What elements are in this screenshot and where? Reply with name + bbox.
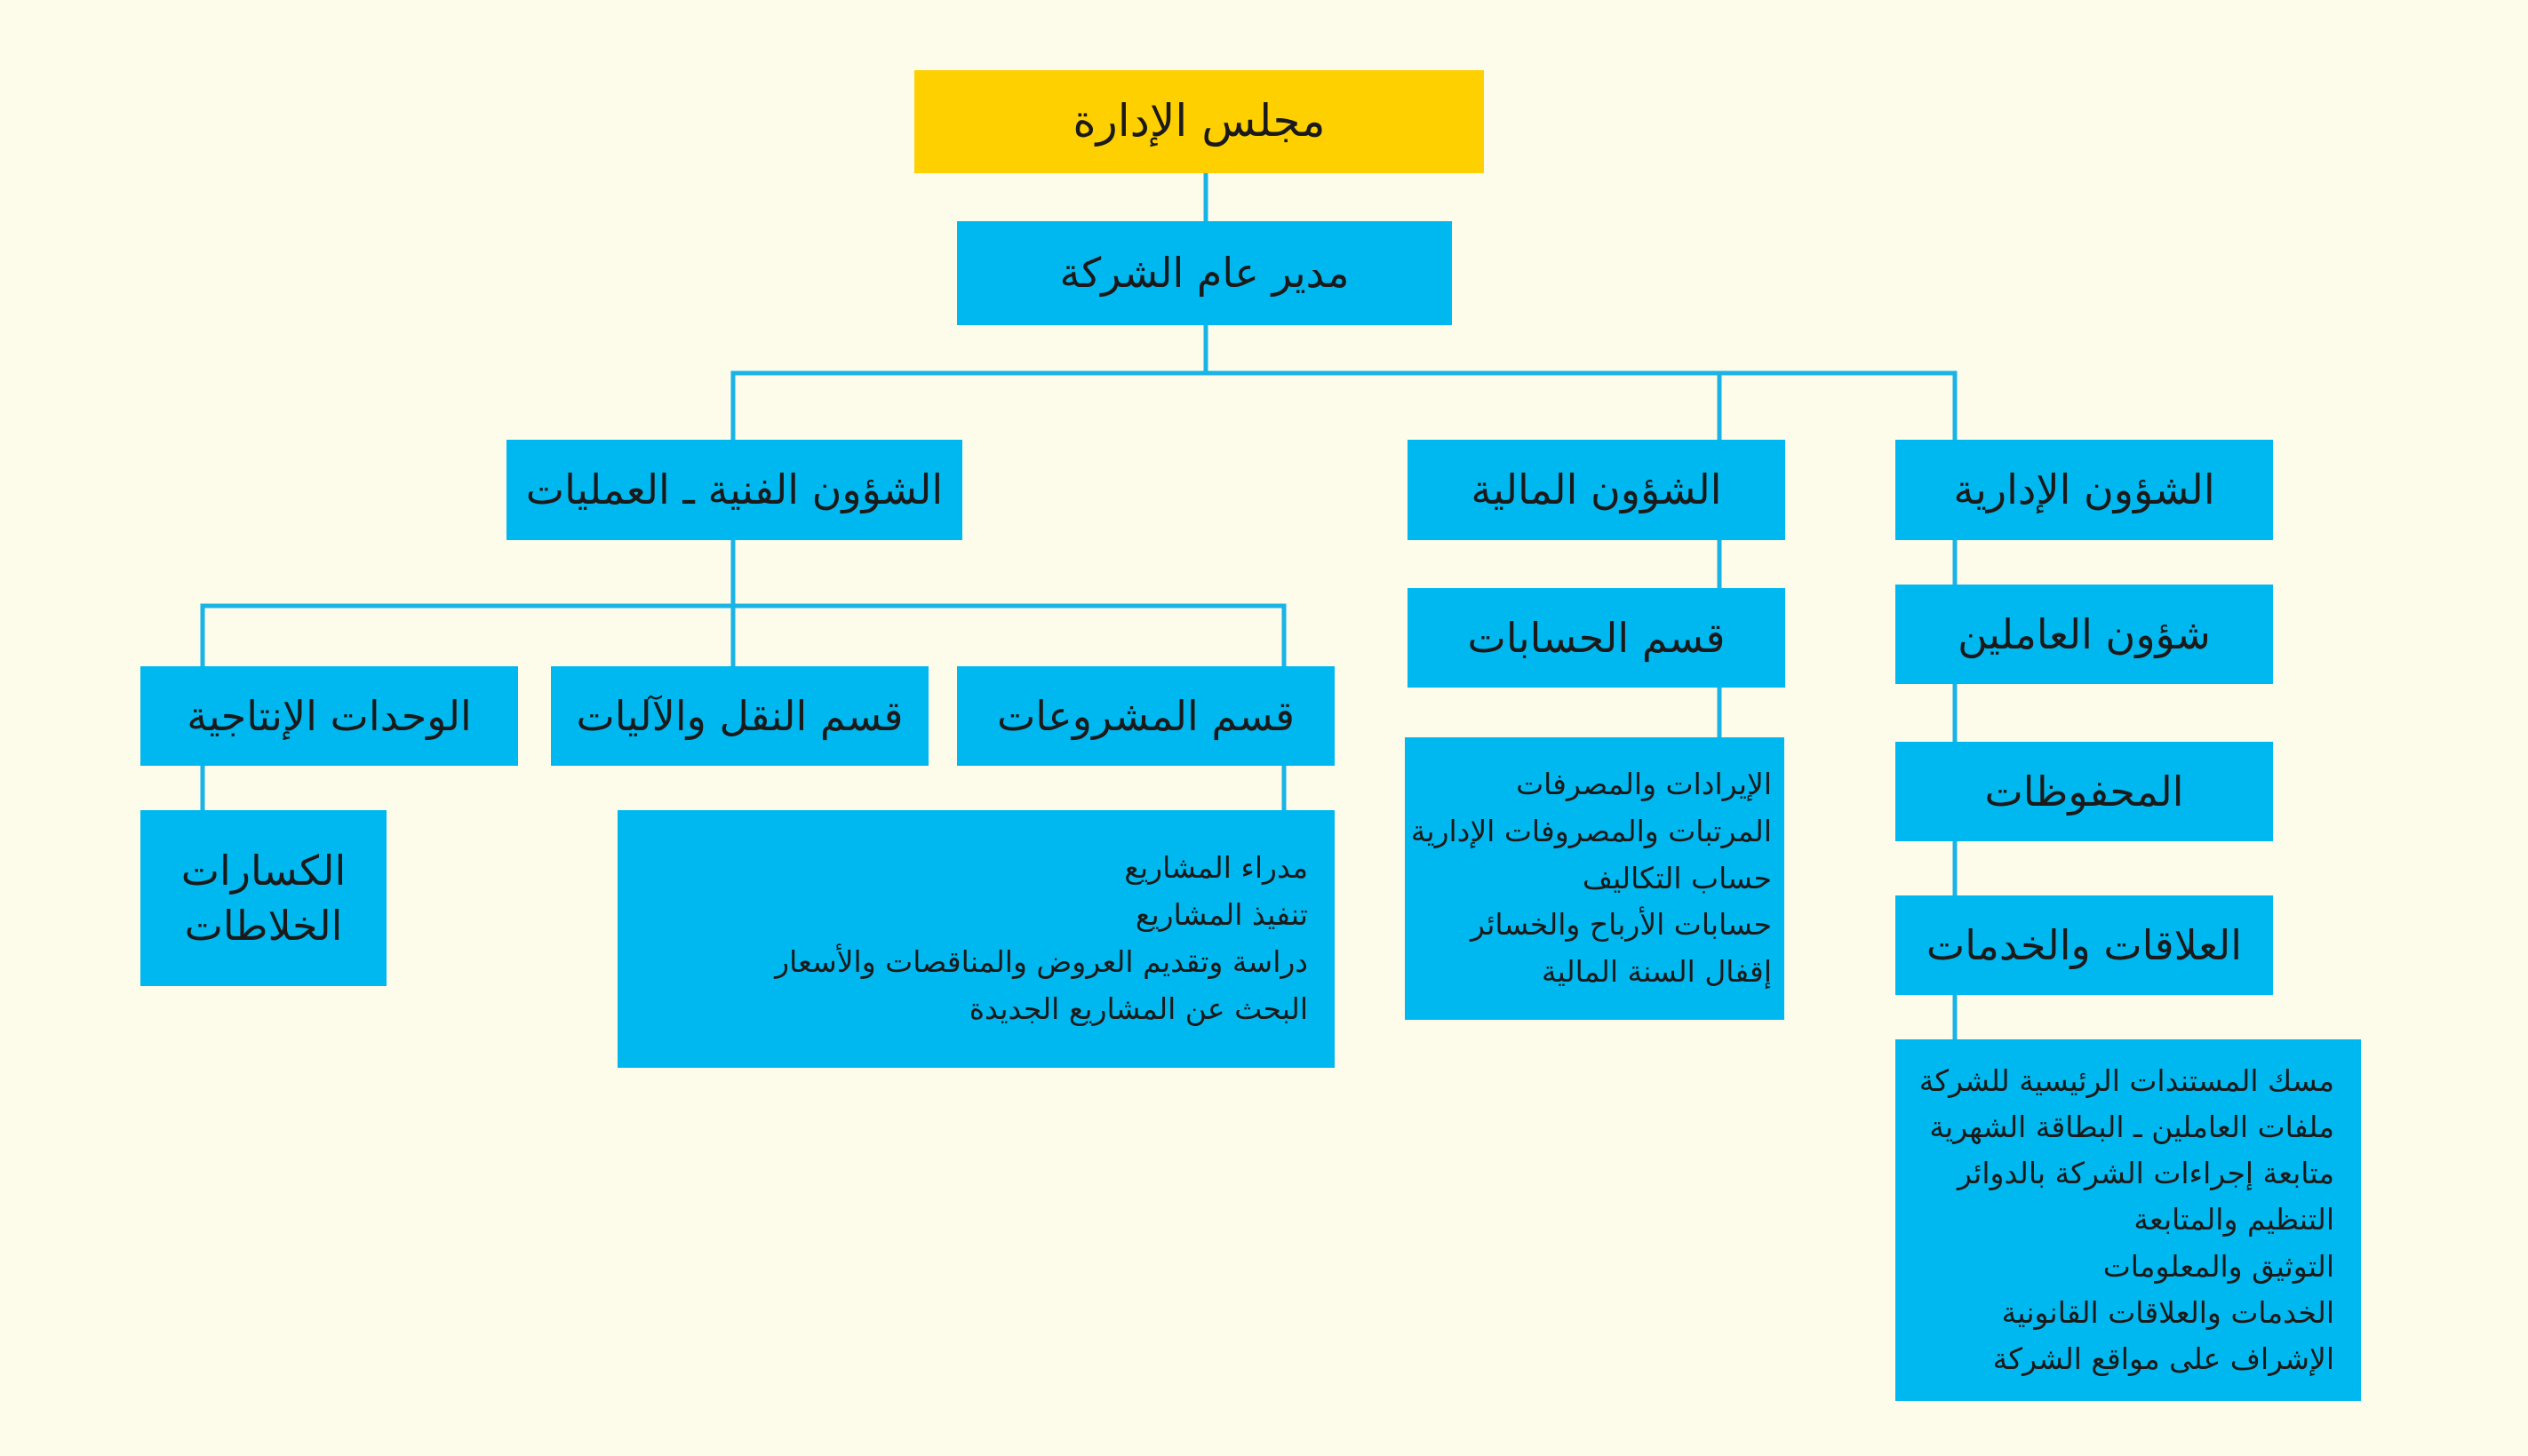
list-item: التنظيم والمتابعة	[2133, 1202, 2334, 1237]
archives-label: المحفوظات	[1984, 767, 2184, 816]
list-item: حساب التكاليف	[1582, 860, 1772, 895]
production-unit: الكسارات	[180, 846, 347, 895]
financial-affairs-node: الشؤون المالية	[1408, 440, 1785, 540]
transport-label: قسم النقل والآليات	[576, 691, 904, 740]
archives-node: المحفوظات	[1895, 742, 2273, 841]
production-units-list: الكسارات الخلاطات	[140, 810, 387, 986]
relations-services-label: العلاقات والخدمات	[1926, 920, 2243, 969]
list-item: حسابات الأرباح والخسائر	[1471, 907, 1772, 943]
projects-list: مدراء المشاريع تنفيذ المشاريع دراسة وتقد…	[618, 810, 1335, 1068]
staff-affairs-label: شؤون العاملين	[1958, 609, 2211, 658]
list-item: تنفيذ المشاريع	[1135, 897, 1308, 933]
administrative-affairs-node: الشؤون الإدارية	[1895, 440, 2273, 540]
accounts-label: قسم الحسابات	[1467, 613, 1726, 662]
list-item: مدراء المشاريع	[1124, 850, 1308, 886]
list-item: التوثيق والمعلومات	[2102, 1248, 2334, 1284]
list-item: إقفال السنة المالية	[1541, 954, 1772, 990]
financial-affairs-label: الشؤون المالية	[1471, 465, 1722, 514]
list-item: المرتبات والمصروفات الإدارية	[1410, 813, 1772, 848]
technical-affairs-node: الشؤون الفنية ـ العمليات	[506, 440, 962, 540]
list-item: مسك المستندات الرئيسية للشركة	[1918, 1063, 2334, 1099]
projects-node: قسم المشروعات	[957, 666, 1335, 766]
list-item: ملفات العاملين ـ البطاقة الشهرية	[1929, 1110, 2334, 1145]
list-item: متابعة إجراءات الشركة بالدوائر	[1957, 1156, 2334, 1191]
production-units-label: الوحدات الإنتاجية	[187, 691, 472, 740]
board-node: مجلس الإدارة	[914, 70, 1484, 173]
list-item: دراسة وتقديم العروض والمناقصات والأسعار	[775, 944, 1308, 979]
production-unit: الخلاطات	[184, 902, 343, 950]
staff-affairs-node: شؤون العاملين	[1895, 585, 2273, 684]
list-item: الخدمات والعلاقات القانونية	[2001, 1294, 2334, 1330]
relations-services-list: مسك المستندات الرئيسية للشركة ملفات العا…	[1895, 1039, 2361, 1401]
projects-label: قسم المشروعات	[996, 691, 1296, 740]
list-item: الإيرادات والمصرفات	[1516, 767, 1772, 801]
relations-services-node: العلاقات والخدمات	[1895, 895, 2273, 995]
general-manager-node: مدير عام الشركة	[957, 221, 1452, 325]
accounts-list: الإيرادات والمصرفات المرتبات والمصروفات …	[1405, 737, 1784, 1020]
list-item: الإشراف على مواقع الشركة	[1992, 1341, 2334, 1376]
transport-node: قسم النقل والآليات	[551, 666, 929, 766]
production-units-node: الوحدات الإنتاجية	[140, 666, 518, 766]
technical-affairs-label: الشؤون الفنية ـ العمليات	[525, 465, 944, 514]
board-label: مجلس الإدارة	[1073, 95, 1326, 147]
accounts-node: قسم الحسابات	[1408, 588, 1785, 688]
administrative-affairs-label: الشؤون الإدارية	[1953, 465, 2215, 514]
list-item: البحث عن المشاريع الجديدة	[969, 991, 1308, 1026]
general-manager-label: مدير عام الشركة	[1059, 249, 1350, 298]
